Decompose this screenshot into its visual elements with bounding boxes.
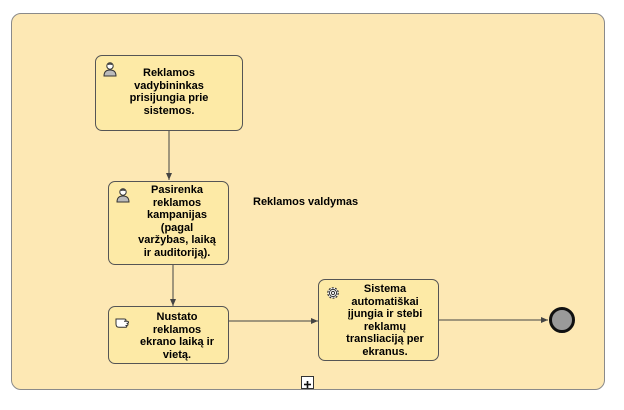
- task-label: Reklamos vadybininkas prisijungia prie s…: [129, 67, 209, 117]
- task-login[interactable]: Reklamos vadybininkas prisijungia prie s…: [95, 55, 243, 131]
- plus-icon: [304, 381, 311, 388]
- task-system-broadcast[interactable]: Sistema automatiškai įjungia ir stebi re…: [318, 279, 439, 361]
- task-set-time-place[interactable]: Nustato reklamos ekrano laiką ir vietą.: [108, 306, 229, 364]
- gear-icon: [327, 287, 339, 299]
- hand-pointer-icon: [115, 318, 130, 328]
- user-icon: [103, 62, 117, 77]
- user-icon: [116, 188, 130, 203]
- task-label: Pasirenka reklamos kampanijas (pagal var…: [138, 184, 216, 259]
- subprocess-label: Reklamos valdymas: [253, 196, 359, 208]
- task-label: Sistema automatiškai įjungia ir stebi re…: [346, 283, 424, 358]
- task-select-campaigns[interactable]: Pasirenka reklamos kampanijas (pagal var…: [108, 181, 229, 265]
- task-label: Nustato reklamos ekrano laiką ir vietą.: [140, 311, 214, 361]
- end-event[interactable]: [549, 307, 575, 333]
- expand-marker[interactable]: [301, 376, 314, 389]
